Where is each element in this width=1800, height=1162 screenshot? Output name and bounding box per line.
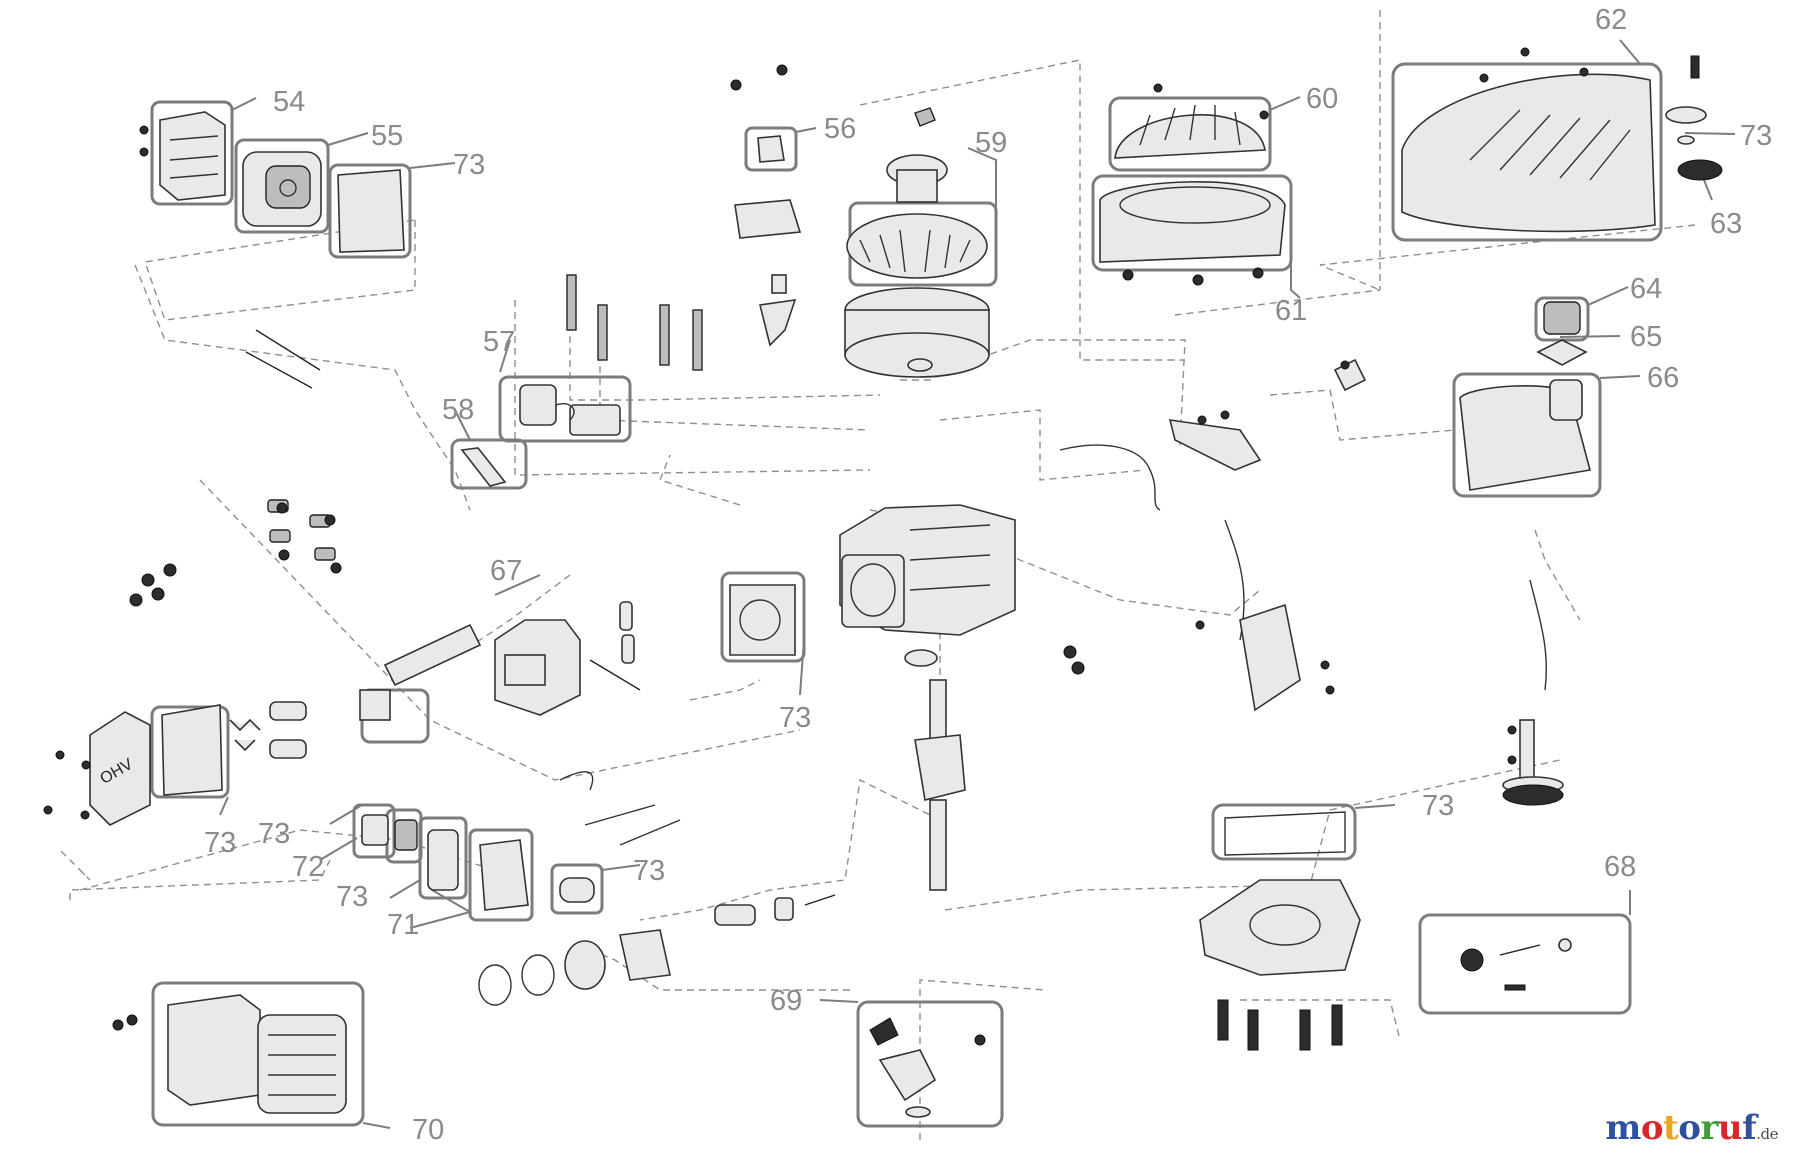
watermark-tld: .de bbox=[1756, 1125, 1778, 1143]
callout-62: 62 bbox=[1595, 4, 1627, 36]
rocker-cover-part: OHV bbox=[89, 704, 223, 826]
watermark-letter-4: r bbox=[1700, 1108, 1718, 1148]
watermark-letter-6: f bbox=[1742, 1108, 1757, 1148]
fuel-tank-part bbox=[1459, 379, 1591, 491]
callout-labels: 54 55 73 56 59 60 61 62 73 63 64 65 66 5… bbox=[204, 4, 1772, 1146]
fuel-cap-parts bbox=[1665, 55, 1723, 181]
callout-frames bbox=[150, 39, 1736, 1129]
fan-housing-part bbox=[1099, 181, 1286, 286]
governor-arm-part bbox=[1224, 519, 1301, 712]
camshaft-part bbox=[1502, 579, 1564, 806]
engine-block-part bbox=[839, 504, 1016, 667]
flywheel-part bbox=[844, 107, 990, 378]
callout-73: 73 bbox=[204, 827, 236, 859]
head-gasket-part bbox=[729, 584, 796, 656]
callout-73: 73 bbox=[1740, 120, 1772, 152]
heat-shield-part bbox=[139, 111, 226, 201]
valve-springs-part bbox=[129, 499, 336, 759]
recoil-starter-part bbox=[1114, 83, 1269, 159]
watermark-letters: motoruf bbox=[1605, 1108, 1756, 1148]
callout-73: 73 bbox=[779, 702, 811, 734]
callout-64: 64 bbox=[1630, 273, 1662, 305]
crankshaft-part bbox=[914, 679, 966, 891]
callout-69: 69 bbox=[770, 985, 802, 1017]
callout-67: 67 bbox=[490, 555, 522, 587]
muffler-gasket-part bbox=[337, 169, 405, 253]
callout-54: 54 bbox=[273, 86, 305, 118]
callout-61: 61 bbox=[1275, 295, 1307, 327]
callout-73: 73 bbox=[453, 149, 485, 181]
carburetor-part bbox=[361, 771, 681, 911]
engine-cover-part bbox=[1401, 47, 1656, 233]
callout-73: 73 bbox=[1422, 790, 1454, 822]
watermark-letter-0: m bbox=[1605, 1108, 1641, 1148]
callout-57: 57 bbox=[483, 326, 515, 358]
intake-parts bbox=[478, 894, 836, 1006]
crankcase-cover-part bbox=[1199, 879, 1361, 1051]
cylinder-head-part bbox=[494, 601, 641, 716]
spark-plug-part bbox=[460, 447, 507, 487]
callout-60: 60 bbox=[1306, 83, 1338, 115]
watermark-letter-1: o bbox=[1640, 1108, 1664, 1148]
part-illustrations: OHV bbox=[43, 47, 1723, 1118]
watermark-logo: motoruf.de bbox=[1605, 1108, 1778, 1148]
callout-68: 68 bbox=[1604, 851, 1636, 883]
watermark-letter-5: u bbox=[1717, 1108, 1743, 1148]
callout-59: 59 bbox=[975, 127, 1007, 159]
throttle-bracket-part bbox=[1168, 419, 1262, 471]
callout-55: 55 bbox=[371, 120, 403, 152]
callout-65: 65 bbox=[1630, 321, 1662, 353]
callout-66: 66 bbox=[1647, 362, 1679, 394]
callout-73: 73 bbox=[258, 818, 290, 850]
callout-56: 56 bbox=[824, 113, 856, 145]
crankcase-gasket-part bbox=[1224, 811, 1346, 856]
watermark-letter-3: o bbox=[1678, 1108, 1701, 1148]
callout-70: 70 bbox=[412, 1114, 444, 1146]
callout-71: 71 bbox=[387, 909, 419, 941]
callout-63: 63 bbox=[1710, 208, 1742, 240]
callout-58: 58 bbox=[442, 394, 474, 426]
air-filter-part bbox=[112, 994, 347, 1114]
muffler-part bbox=[242, 151, 322, 227]
stud-bolts bbox=[245, 274, 703, 389]
ignition-coil-part bbox=[519, 384, 621, 436]
fuel-filter-parts bbox=[1536, 301, 1588, 366]
ground-wire-part bbox=[1059, 444, 1161, 511]
callout-72: 72 bbox=[292, 851, 324, 883]
throttle-lever-part bbox=[1333, 358, 1367, 392]
misc-bolts bbox=[43, 360, 1517, 820]
callout-73: 73 bbox=[336, 881, 368, 913]
oil-plug-parts bbox=[1460, 938, 1572, 991]
choke-bracket-part bbox=[730, 64, 802, 347]
callout-73: 73 bbox=[633, 855, 665, 887]
push-rods-part bbox=[359, 623, 482, 721]
watermark-letter-2: t bbox=[1663, 1108, 1679, 1148]
drain-valve-part bbox=[869, 1017, 986, 1118]
